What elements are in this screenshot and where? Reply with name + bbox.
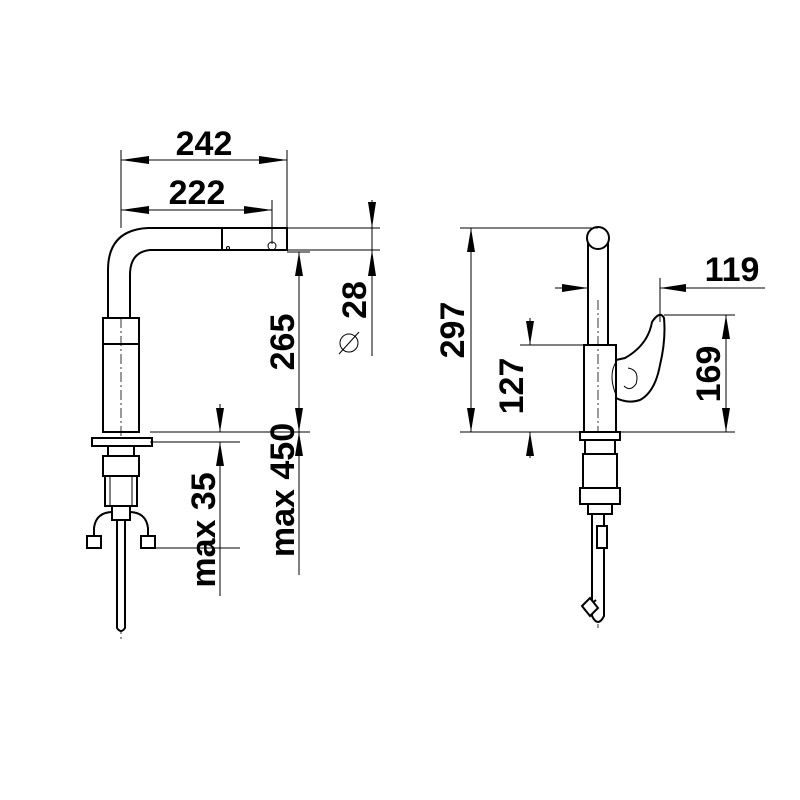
dim-max-depth: max 450 [264,423,302,557]
front-view-faucet [86,227,288,640]
front-view-dimensions [120,150,380,596]
side-view-faucet [579,226,666,628]
dim-spout-height: 265 [264,314,302,371]
dim-body-height: 127 [493,358,531,415]
dim-width-spout: 222 [169,174,226,212]
side-view-dimensions [460,227,765,458]
dim-spout-diameter: 28 [336,281,374,319]
dim-width-overall: 242 [176,125,233,163]
dim-max-thickness: max 35 [185,472,223,587]
dim-handle-offset: 119 [705,251,760,289]
dim-total-height: 297 [434,302,472,359]
dim-handle-height: 169 [690,346,728,403]
